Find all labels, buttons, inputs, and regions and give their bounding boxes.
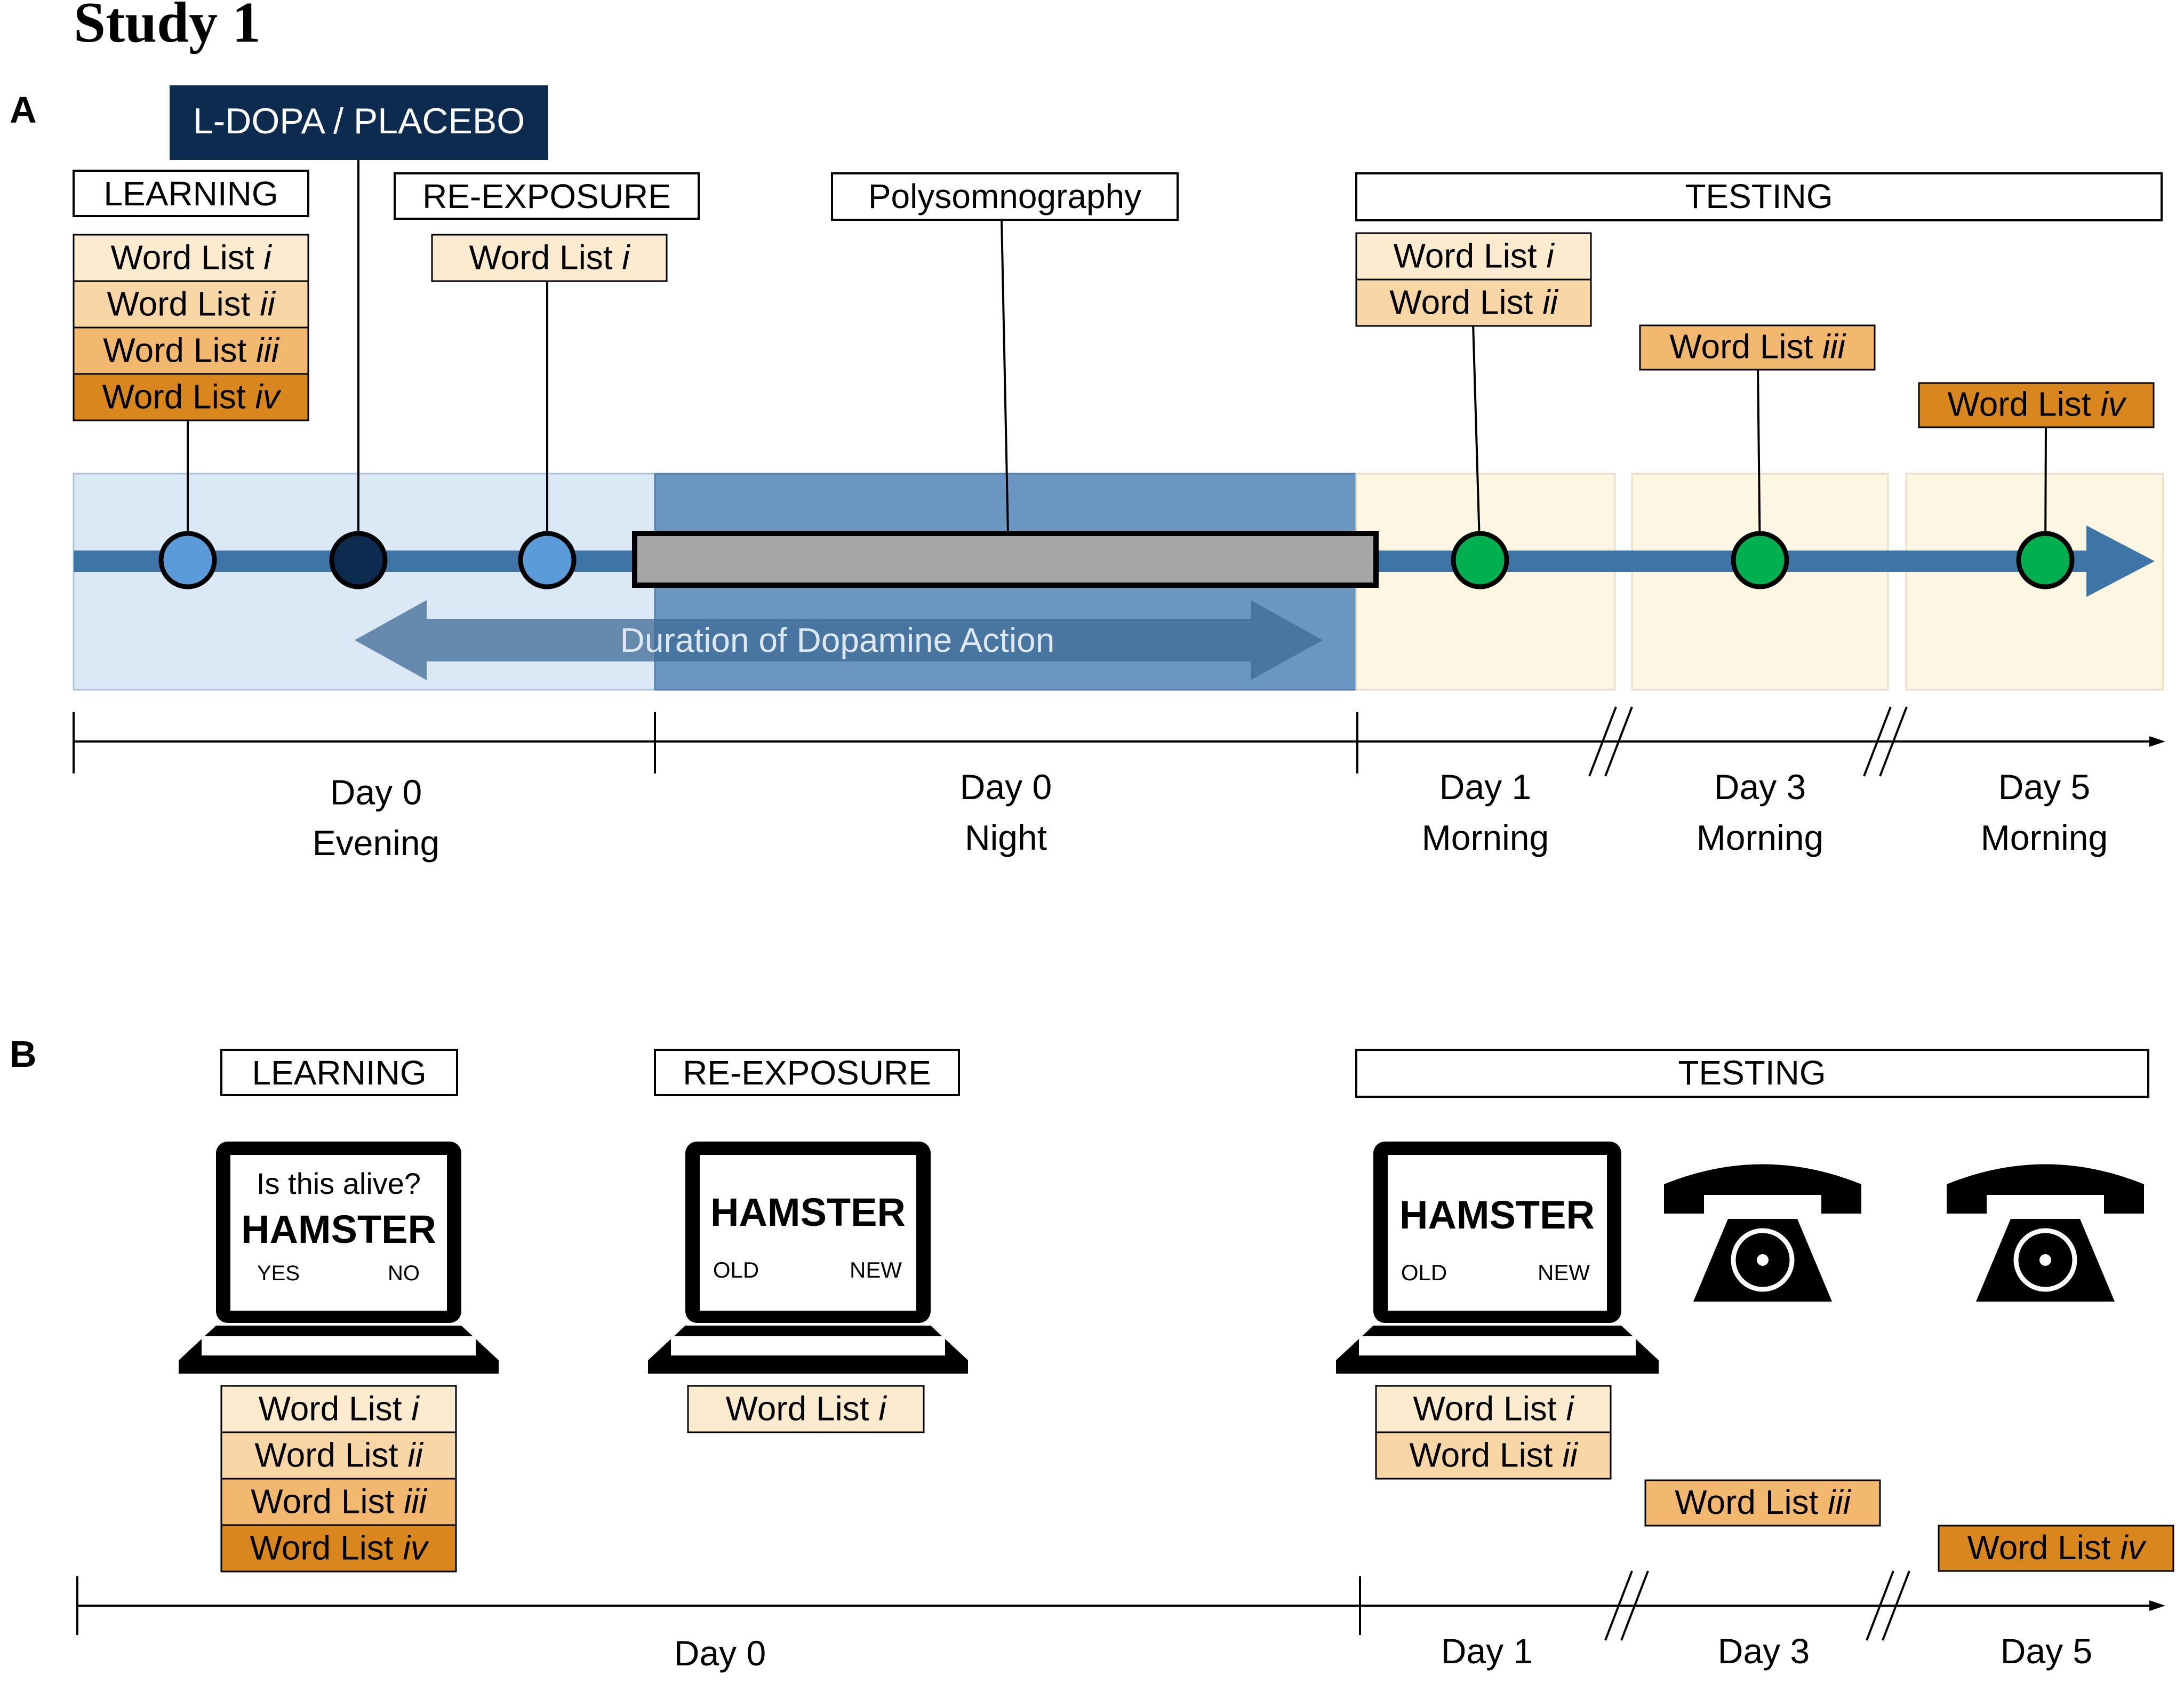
b-day3-label: Day 3 <box>1718 1631 1810 1671</box>
b-day5-label: Day 5 <box>2001 1631 2092 1671</box>
timeline-arrowhead <box>2086 525 2155 597</box>
panel-b-time-axis <box>76 1570 2155 1641</box>
b-learning-label: LEARNING <box>252 1054 426 1092</box>
a-day0-night-line1: Day 0 <box>960 767 1052 807</box>
laptop-learning-no: NO <box>388 1262 420 1285</box>
a-day5-list-label-0: Word List iv <box>1947 385 2127 423</box>
a-polysomnography-label-box <box>831 172 1179 221</box>
a-day1-list-label-1: Word List ii <box>1389 283 1558 321</box>
a-day1-list-box-0 <box>1355 232 1592 281</box>
a-reexposure-label: RE-EXPOSURE <box>422 177 671 216</box>
dopamine-arrow-label: Duration of Dopamine Action <box>620 621 1055 659</box>
b-day3-list-label-0: Word List iii <box>1675 1483 1851 1521</box>
b-testing-label-box <box>1355 1049 2149 1098</box>
b-day1-list-label-1: Word List ii <box>1409 1435 1578 1474</box>
a-polysomnography-label: Polysomnography <box>868 177 1141 216</box>
b-day1-list-label-0: Word List i <box>1413 1389 1574 1427</box>
laptop-testing-word: HAMSTER <box>1399 1193 1595 1237</box>
a-learning-list-box-2 <box>73 326 309 375</box>
a-day1-list-box-1 <box>1355 278 1592 327</box>
a-learning-list-box-1 <box>73 280 309 329</box>
a-testing-label-box <box>1355 172 2163 221</box>
a-reexposure-list-box-0 <box>431 234 668 282</box>
b-day5-list-label-0: Word List iv <box>1967 1528 2147 1567</box>
a-learning-label-box <box>73 170 309 217</box>
laptop-learning-word: HAMSTER <box>241 1207 436 1251</box>
b-learning-list-label-2: Word List iii <box>251 1482 427 1520</box>
b-testing-label: TESTING <box>1678 1054 1826 1092</box>
drug-label-box <box>170 85 548 160</box>
laptop-reexposure-word: HAMSTER <box>710 1190 906 1234</box>
b-day1-list-box-0 <box>1375 1385 1612 1433</box>
reexposure-dot <box>518 531 577 589</box>
a-learning-list-box-0 <box>73 234 309 282</box>
a-day1-list-label-0: Word List i <box>1393 236 1555 275</box>
laptop-icon-reexposure: HAMSTER OLD NEW <box>648 1142 968 1374</box>
testing-day1-dot <box>1451 531 1509 589</box>
drug-dot <box>329 531 388 589</box>
a-learning-list-label-0: Word List i <box>110 238 272 276</box>
testing-day3-dot <box>1731 531 1789 589</box>
a-day3-line2: Morning <box>1697 818 1823 857</box>
laptop-testing-new: NEW <box>1538 1260 1590 1285</box>
panel-a-time-axis <box>73 706 2155 777</box>
a-day3-line1: Day 3 <box>1714 767 1806 807</box>
a-day5-line1: Day 5 <box>1998 767 2090 807</box>
laptop-testing-old: OLD <box>1401 1260 1447 1285</box>
laptop-reexposure-new: NEW <box>850 1257 902 1282</box>
a-reexposure-list-label-0: Word List i <box>469 238 630 276</box>
a-day1-line1: Day 1 <box>1439 767 1531 807</box>
b-day1-list-box-1 <box>1375 1431 1612 1480</box>
panel-a-letter: A <box>10 89 37 131</box>
polysomnography-bar <box>632 531 1379 588</box>
b-day1-label: Day 1 <box>1441 1631 1533 1671</box>
b-day5-list-box-0 <box>1938 1525 2174 1572</box>
b-learning-list-box-3 <box>220 1524 457 1573</box>
a-day3-list-box-0 <box>1639 324 1876 371</box>
laptop-learning-question: Is this alive? <box>257 1167 421 1200</box>
panel-a-axis-arrowhead <box>2149 736 2165 747</box>
b-learning-list-label-1: Word List ii <box>254 1435 423 1474</box>
a-day0-evening-line1: Day 0 <box>330 772 422 812</box>
b-day3-list-box-0 <box>1644 1479 1881 1527</box>
b-reexposure-label: RE-EXPOSURE <box>683 1054 931 1092</box>
b-day0-label: Day 0 <box>674 1633 766 1673</box>
a-learning-list-box-3 <box>73 373 309 421</box>
b-learning-list-label-3: Word List iv <box>250 1528 429 1567</box>
a-day5-list-box-0 <box>1918 382 2155 428</box>
panel-b-axis-arrowhead <box>2149 1600 2165 1611</box>
b-learning-list-label-0: Word List i <box>258 1389 420 1427</box>
a-day0-evening-line2: Evening <box>313 823 440 863</box>
laptop-icon-testing: HAMSTER OLD NEW <box>1336 1142 1659 1374</box>
laptop-reexposure-old: OLD <box>713 1257 759 1282</box>
laptop-learning-yes: YES <box>257 1262 300 1285</box>
telephone-icon-day3 <box>1664 1164 1861 1302</box>
b-reexposure-list-label-0: Word List i <box>725 1389 887 1427</box>
laptop-icon-learning: Is this alive? HAMSTER YES NO <box>179 1142 499 1374</box>
a-learning-list-label-2: Word List iii <box>103 331 279 369</box>
a-reexposure-label-box <box>394 172 700 220</box>
learning-dot <box>158 531 217 589</box>
b-reexposure-label-box <box>654 1049 960 1096</box>
a-testing-label: TESTING <box>1685 177 1833 216</box>
b-reexposure-list-box-0 <box>687 1385 925 1433</box>
a-learning-list-label-1: Word List ii <box>107 284 276 323</box>
telephone-icon-day5 <box>1947 1164 2144 1302</box>
dopamine-duration-arrow <box>355 600 1323 680</box>
figure-title: Study 1 <box>74 0 261 54</box>
a-day3-list-label-0: Word List iii <box>1669 327 1846 365</box>
panel-b-letter: B <box>10 1033 37 1075</box>
b-learning-label-box <box>220 1049 458 1096</box>
a-day5-line2: Morning <box>1981 818 2108 857</box>
a-learning-label: LEARNING <box>103 174 278 213</box>
a-day0-night-line2: Night <box>965 818 1047 857</box>
a-learning-list-label-3: Word List iv <box>102 377 282 416</box>
a-day1-line2: Morning <box>1422 818 1549 857</box>
drug-label: L-DOPA / PLACEBO <box>193 101 525 141</box>
testing-day5-dot <box>2016 531 2075 589</box>
